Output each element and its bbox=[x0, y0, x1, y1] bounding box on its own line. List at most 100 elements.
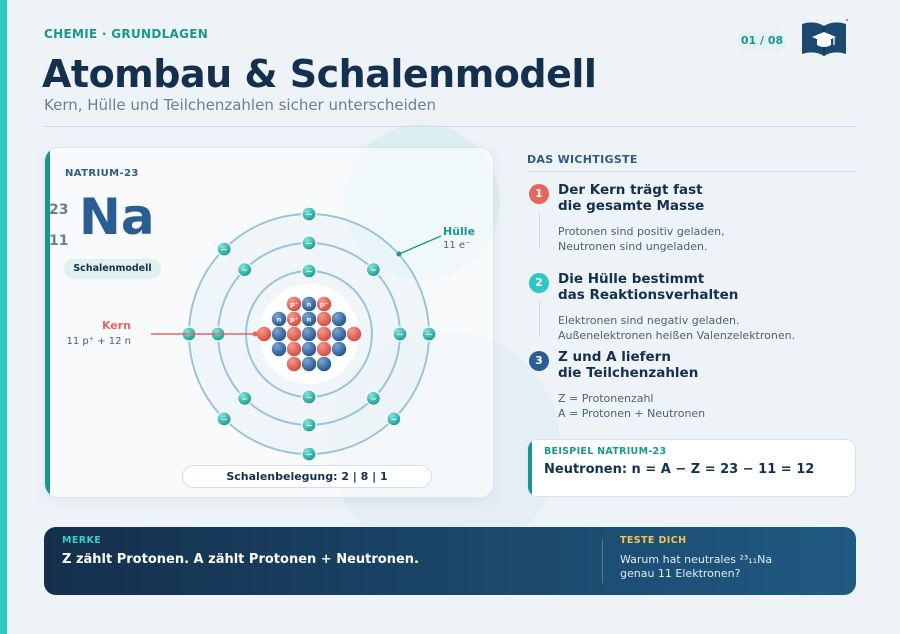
electron: − bbox=[301, 389, 317, 405]
page-subtitle: Kern, Hülle und Teilchenzahlen sicher un… bbox=[44, 96, 437, 114]
electron: − bbox=[365, 390, 381, 406]
header-divider bbox=[44, 126, 856, 127]
point-stem bbox=[539, 301, 540, 337]
shell-detail: 11 e⁻ bbox=[443, 240, 470, 251]
neutron bbox=[330, 325, 347, 342]
point-body: Protonen sind positiv geladen,Neutronen … bbox=[558, 225, 725, 253]
atom-diagram: p⁺np⁺np⁺n −−−−−−−−−−−−−−−−− Hülle 11 e⁻ … bbox=[66, 206, 475, 462]
page-counter: 01 / 08 bbox=[737, 31, 787, 51]
neutron: n bbox=[300, 295, 317, 312]
neutron bbox=[300, 355, 317, 372]
proton bbox=[315, 310, 332, 327]
test-label: TESTE DICH bbox=[620, 535, 687, 546]
electron: − bbox=[301, 235, 317, 251]
svg-text:p⁺: p⁺ bbox=[320, 301, 328, 309]
point-number-badge: 3 bbox=[529, 351, 549, 371]
svg-text:−: − bbox=[306, 450, 313, 459]
remember-text: Z zählt Protonen. A zählt Protonen + Neu… bbox=[62, 552, 419, 567]
model-badge: Schalenmodell bbox=[64, 259, 161, 279]
neutron: n bbox=[270, 310, 287, 327]
book-graduation-cap-icon bbox=[802, 18, 848, 56]
atom-model-card: NATRIUM-23 23 11 Na Schalenmodell p⁺ n p⁺ n… bbox=[44, 147, 494, 498]
shell-pointer-dot bbox=[396, 251, 402, 257]
atomic-number: 11 bbox=[49, 233, 69, 249]
nucleus-pointer-dot bbox=[252, 331, 258, 337]
proton bbox=[255, 325, 272, 342]
svg-text:−: − bbox=[306, 239, 313, 248]
proton: p⁺ bbox=[285, 310, 302, 327]
proton bbox=[285, 325, 302, 342]
point-body: Elektronen sind negativ geladen.Außenele… bbox=[558, 314, 796, 342]
proton bbox=[345, 325, 362, 342]
electron: − bbox=[365, 262, 381, 278]
svg-text:−: − bbox=[306, 421, 313, 430]
neutron bbox=[330, 340, 347, 357]
electron: − bbox=[301, 446, 317, 462]
example-card: BEISPIEL NATRIUM-23 Neutronen: n = A − Z… bbox=[527, 439, 856, 497]
svg-text:p⁺: p⁺ bbox=[290, 301, 298, 309]
svg-text:−: − bbox=[221, 415, 228, 424]
electron: − bbox=[386, 411, 402, 427]
element-symbol: Na bbox=[79, 188, 155, 246]
svg-text:−: − bbox=[370, 266, 377, 275]
electron: − bbox=[216, 241, 232, 257]
shell-configuration: Schalenbelegung: 2 | 8 | 1 bbox=[182, 465, 432, 488]
shell-label: Hülle bbox=[443, 225, 475, 238]
mass-number: 23 bbox=[49, 202, 69, 218]
neutron: n bbox=[300, 310, 317, 327]
shell-pointer-line bbox=[398, 235, 442, 255]
subject-eyebrow: CHEMIE · GRUNDLAGEN bbox=[44, 27, 209, 41]
electron: − bbox=[392, 326, 408, 342]
svg-text:−: − bbox=[397, 330, 404, 339]
remember-label: MERKE bbox=[62, 535, 102, 546]
section-label: DAS WICHTIGSTE bbox=[527, 153, 638, 166]
proton bbox=[285, 340, 302, 357]
example-label: BEISPIEL NATRIUM-23 bbox=[544, 446, 667, 457]
electron: − bbox=[237, 390, 253, 406]
neutron bbox=[270, 340, 287, 357]
svg-text:−: − bbox=[241, 394, 248, 403]
electron: − bbox=[421, 326, 437, 342]
page-title: Atombau & Schalenmodell bbox=[42, 52, 597, 96]
point-stem bbox=[539, 212, 540, 248]
svg-text:−: − bbox=[391, 415, 398, 424]
electron: − bbox=[301, 206, 317, 222]
element-name: NATRIUM-23 bbox=[65, 168, 139, 179]
svg-text:n: n bbox=[307, 301, 312, 309]
svg-text:−: − bbox=[426, 330, 433, 339]
proton: p⁺ bbox=[285, 295, 302, 312]
proton: p⁺ bbox=[315, 295, 332, 312]
card-accent-bar bbox=[45, 148, 50, 497]
banner-divider bbox=[602, 539, 603, 583]
electron-shells: −−−−−−−−−−−−−−−−− bbox=[181, 206, 437, 462]
svg-text:n: n bbox=[277, 316, 282, 324]
svg-text:−: − bbox=[306, 210, 313, 219]
proton bbox=[315, 325, 332, 342]
svg-text:p⁺: p⁺ bbox=[290, 316, 298, 324]
nucleus: p⁺ n p⁺ n p⁺ n bbox=[255, 295, 362, 372]
svg-text:−: − bbox=[306, 267, 313, 276]
proton bbox=[285, 355, 302, 372]
point-number-badge: 1 bbox=[529, 184, 549, 204]
neutron bbox=[315, 355, 332, 372]
svg-text:−: − bbox=[241, 266, 248, 275]
electron: − bbox=[301, 263, 317, 279]
svg-text:n: n bbox=[307, 316, 312, 324]
svg-text:−: − bbox=[306, 393, 313, 402]
neutron bbox=[300, 325, 317, 342]
svg-text:−: − bbox=[370, 394, 377, 403]
electron: − bbox=[301, 417, 317, 433]
example-accent-bar bbox=[528, 440, 532, 496]
neutron bbox=[330, 310, 347, 327]
neutron bbox=[300, 340, 317, 357]
example-formula: Neutronen: n = A − Z = 23 − 11 = 12 bbox=[544, 462, 815, 477]
electron: − bbox=[216, 411, 232, 427]
left-accent-bar bbox=[0, 0, 7, 634]
electron: − bbox=[237, 262, 253, 278]
summary-banner: MERKE Z zählt Protonen. A zählt Protonen… bbox=[44, 527, 856, 595]
